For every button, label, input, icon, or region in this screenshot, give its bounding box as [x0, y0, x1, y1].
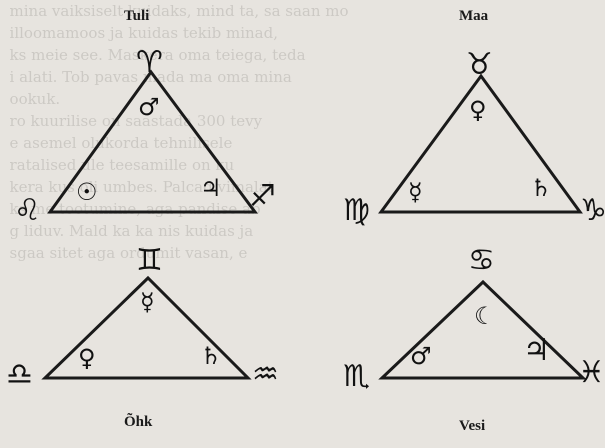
aries-icon: ♈	[136, 45, 163, 80]
aquarius-icon: ♒	[252, 357, 279, 392]
mars-icon: ♂	[138, 93, 160, 121]
mercury-icon: ☿	[140, 288, 155, 316]
moon-icon: ☾	[474, 302, 496, 330]
leo-icon: ♌	[14, 193, 41, 228]
cancer-icon: ♋	[468, 243, 495, 278]
venus-icon: ♀	[78, 344, 96, 372]
saturn-icon: ♄	[200, 342, 222, 370]
triangle-title: Tuli	[124, 8, 150, 24]
saturn-icon: ♄	[530, 174, 552, 202]
jupiter-icon: ♃	[523, 333, 550, 368]
sagittarius-icon: ♐	[249, 179, 276, 214]
venus-icon: ♀	[469, 96, 487, 124]
capricorn-icon: ♑	[580, 193, 605, 228]
triangle-title: Maa	[459, 8, 489, 24]
sun-icon: ☉	[76, 178, 98, 206]
scorpio-icon: ♏	[343, 359, 370, 394]
virgo-icon: ♍	[343, 193, 370, 228]
triangle-title: Õhk	[124, 414, 153, 430]
jupiter-icon: ♃	[200, 174, 222, 202]
taurus-icon: ♉	[466, 47, 493, 82]
mercury-icon: ☿	[408, 178, 423, 206]
triangle-title: Vesi	[459, 418, 486, 434]
gemini-icon: ♊	[136, 243, 163, 278]
pisces-icon: ♓	[578, 355, 605, 390]
mars-icon: ♂	[410, 342, 432, 370]
libra-icon: ♎	[6, 357, 33, 392]
